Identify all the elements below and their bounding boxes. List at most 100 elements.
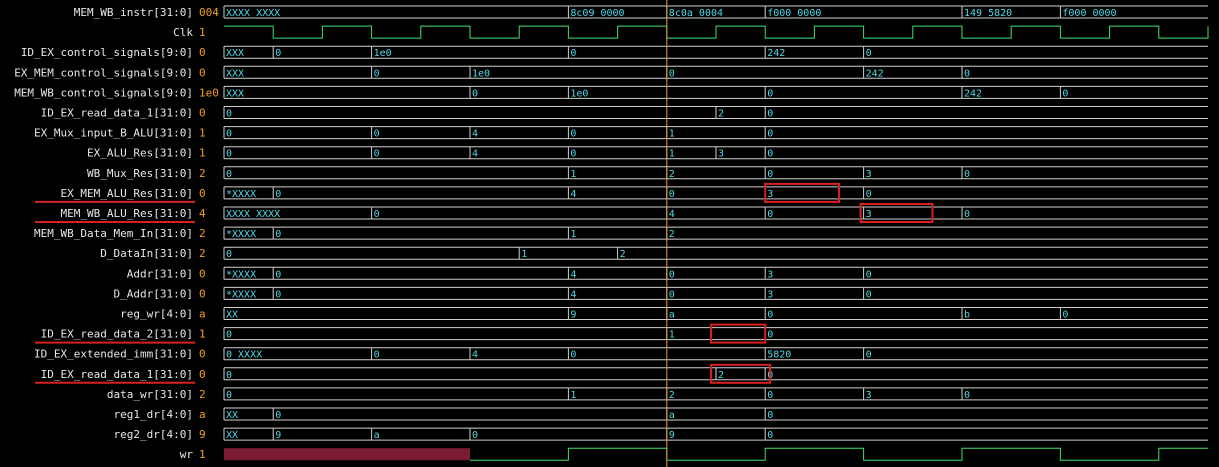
bus-segment-value: 0 [964, 68, 970, 79]
signal-current-value: 1 [199, 328, 206, 341]
bus-segment [223, 407, 274, 421]
signal-name[interactable]: MEM_WB_ALU_Res[31:0] [61, 207, 193, 220]
bus-segment-value: XX [226, 430, 238, 441]
bus-segment-value: 0 [767, 410, 773, 421]
bus-segment-value: XXX [226, 88, 244, 99]
signal-name[interactable]: MEM_WB_instr[31:0] [74, 6, 193, 19]
bus-segment-value: 242 [964, 88, 982, 99]
bus-segment-value: 0 [226, 370, 232, 381]
bus-segment [863, 206, 962, 220]
bus-segment [223, 5, 569, 19]
signal-name[interactable]: ID_EX_read_data_1[31:0] [41, 107, 193, 120]
signal-name[interactable]: data_wr[31:0] [107, 388, 193, 401]
signal-name[interactable]: MEM_WB_control_signals[9:0] [14, 86, 193, 99]
bus-segment-value: 0 [1062, 310, 1068, 321]
signal-name[interactable]: ID_EX_read_data_2[31:0] [41, 328, 193, 341]
signal-name[interactable]: ID_EX_extended_imm[31:0] [34, 348, 193, 361]
bus-segment [567, 5, 667, 19]
signal-name[interactable]: ID_EX_control_signals[9:0] [21, 46, 193, 59]
bus-segment-value: 0 [275, 289, 281, 300]
bus-segment [666, 307, 766, 320]
signal-name[interactable]: D_Addr[31:0] [114, 287, 193, 300]
bus-segment [567, 307, 667, 320]
bus-segment [223, 387, 569, 401]
signal-name[interactable]: EX_Mux_input_B_ALU[31:0] [34, 127, 193, 140]
bus-segment-value: 4 [570, 289, 576, 300]
wire-waveform [470, 447, 1208, 461]
bus-segment-value: 0 [767, 430, 773, 441]
signal-current-value: 0 [199, 287, 206, 300]
bus-segment-value: a [374, 430, 380, 441]
bus-segment-value: 1e0 [374, 48, 392, 59]
bus-segment [567, 226, 667, 240]
bus-segment [666, 407, 766, 421]
bus-segment-value: 0 [374, 68, 380, 79]
signal-name[interactable]: EX_MEM_control_signals[9:0] [14, 66, 193, 79]
signal-name[interactable]: WB_Mux_Res[31:0] [87, 167, 193, 180]
bus-segment-value: f000_0000 [767, 8, 821, 19]
signal-name[interactable]: EX_ALU_Res[31:0] [87, 147, 193, 160]
bus-segment [567, 387, 667, 401]
bus-segment [223, 327, 667, 341]
bus-segment [863, 45, 1208, 59]
bus-segment-value: 3 [866, 209, 872, 220]
signal-name[interactable]: MEM_WB_Data_Mem_In[31:0] [34, 227, 193, 240]
signal-name[interactable]: Clk [173, 26, 193, 39]
bus-segment [272, 186, 569, 200]
bus-segment-value: 0 [669, 68, 675, 79]
bus-segment [469, 65, 667, 79]
bus-segment [567, 286, 667, 300]
bus-segment-value: 4 [570, 189, 576, 200]
signal-name[interactable]: EX_MEM_ALU_Res[31:0] [61, 187, 193, 200]
signal-name[interactable]: reg1_dr[4:0] [114, 408, 193, 421]
bus-segment-value: 0 [866, 350, 872, 361]
signal-current-value: 004 [199, 6, 219, 19]
bus-segment [666, 266, 766, 280]
bus-segment-value: 4 [472, 350, 478, 361]
bus-segment-value: *XXXX [226, 189, 256, 200]
signal-name[interactable]: D_DataIn[31:0] [100, 247, 193, 260]
bus-segment [371, 427, 470, 441]
signal-name[interactable]: reg2_dr[4:0] [114, 428, 193, 441]
bus-segment-value: 1 [570, 229, 576, 240]
bus-segment-value: 0 [374, 350, 380, 361]
signal-name[interactable]: ID_EX_read_data_1[31:0] [41, 368, 193, 381]
bus-segment-value: b [964, 310, 970, 321]
bus-segment [764, 387, 864, 401]
signal-name[interactable]: Addr[31:0] [127, 267, 193, 280]
signal-name[interactable]: reg_wr[4:0] [120, 308, 193, 321]
bus-segment-value: 4 [472, 149, 478, 160]
bus-segment [863, 387, 962, 401]
signal-name[interactable]: wr [180, 448, 194, 461]
bus-segment-value: 0 [767, 169, 773, 180]
bus-segment [715, 146, 766, 160]
signal-current-value: 1e0 [199, 86, 219, 99]
bus-segment-value: XXX [226, 68, 244, 79]
bus-segment-value: 0 [866, 189, 872, 200]
bus-segment [863, 186, 1208, 200]
